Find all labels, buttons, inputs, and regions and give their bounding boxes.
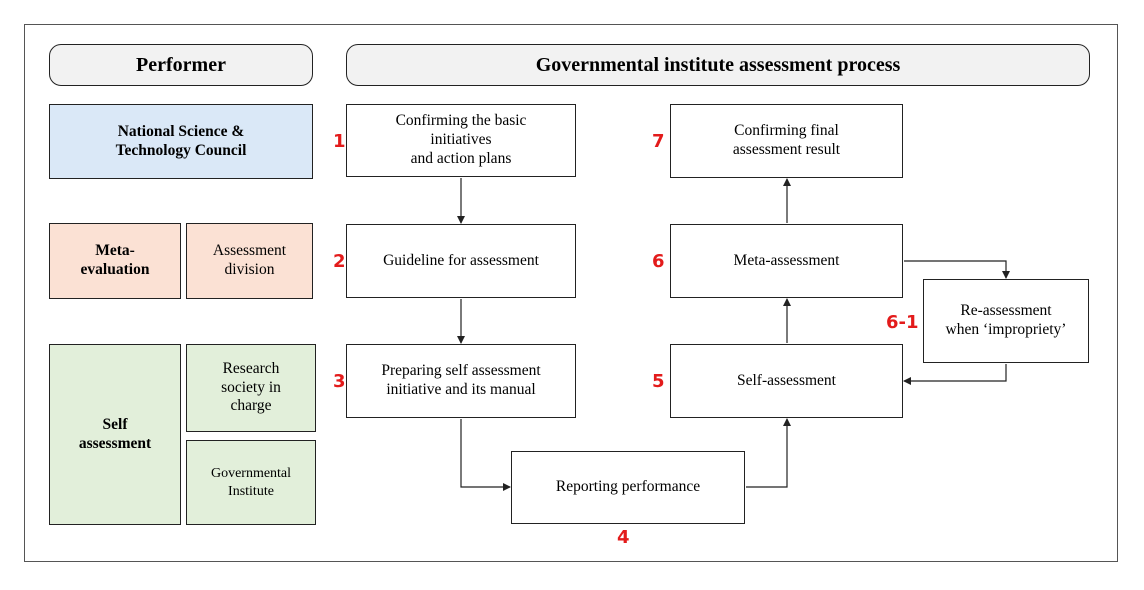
step-number-6-1: 6-1 <box>886 312 919 333</box>
performer-meta-evaluation-label: Meta- evaluation <box>80 242 150 278</box>
performer-meta-evaluation: Meta- evaluation <box>49 223 181 299</box>
performer-assessment-division: Assessment division <box>186 223 313 299</box>
performer-research-society: Research society in charge <box>186 344 316 432</box>
performer-assessment-division-label: Assessment division <box>212 242 287 278</box>
step-number-6: 6 <box>652 251 665 272</box>
step-number-3: 3 <box>333 371 346 392</box>
step-number-1: 1 <box>333 131 346 152</box>
performer-research-society-label: Research society in charge <box>221 359 281 415</box>
performer-header-label: Performer <box>136 53 226 76</box>
step-reporting-performance: Reporting performance <box>511 451 745 524</box>
step-confirm-final-result: Confirming final assessment result <box>670 104 903 178</box>
performer-governmental-institute: Governmental Institute <box>186 440 316 525</box>
step-number-2: 2 <box>333 251 346 272</box>
performer-governmental-institute-label: Governmental Institute <box>210 466 292 499</box>
step-guideline-label: Guideline for assessment <box>383 251 539 269</box>
step-confirm-final-result-label: Confirming final assessment result <box>732 122 841 158</box>
step-meta-assessment: Meta-assessment <box>670 224 903 298</box>
process-header-label: Governmental institute assessment proces… <box>535 53 901 76</box>
step-guideline: Guideline for assessment <box>346 224 576 298</box>
step-self-assessment: Self-assessment <box>670 344 903 418</box>
step-prepare-self-assessment: Preparing self assessment initiative and… <box>346 344 576 418</box>
step-re-assessment-label: Re-assessment when ‘impropriety’ <box>945 302 1067 338</box>
performer-self-assessment-label: Self assessment <box>78 415 152 452</box>
step-prepare-self-assessment-label: Preparing self assessment initiative and… <box>381 362 541 398</box>
performer-nstc: National Science & Technology Council <box>49 104 313 179</box>
step-confirm-initiatives: Confirming the basic initiatives and act… <box>346 104 576 177</box>
step-re-assessment: Re-assessment when ‘impropriety’ <box>923 279 1089 363</box>
performer-self-assessment: Self assessment <box>49 344 181 525</box>
performer-nstc-label: National Science & Technology Council <box>115 122 247 159</box>
step-meta-assessment-label: Meta-assessment <box>733 251 840 269</box>
step-number-7: 7 <box>652 131 665 152</box>
step-number-5: 5 <box>652 371 665 392</box>
step-number-4: 4 <box>617 527 630 548</box>
diagram-frame <box>24 24 1118 562</box>
step-confirm-initiatives-label: Confirming the basic initiatives and act… <box>395 112 527 167</box>
process-header: Governmental institute assessment proces… <box>346 44 1090 86</box>
performer-header: Performer <box>49 44 313 86</box>
step-self-assessment-label: Self-assessment <box>736 371 836 389</box>
step-reporting-performance-label: Reporting performance <box>555 478 701 496</box>
